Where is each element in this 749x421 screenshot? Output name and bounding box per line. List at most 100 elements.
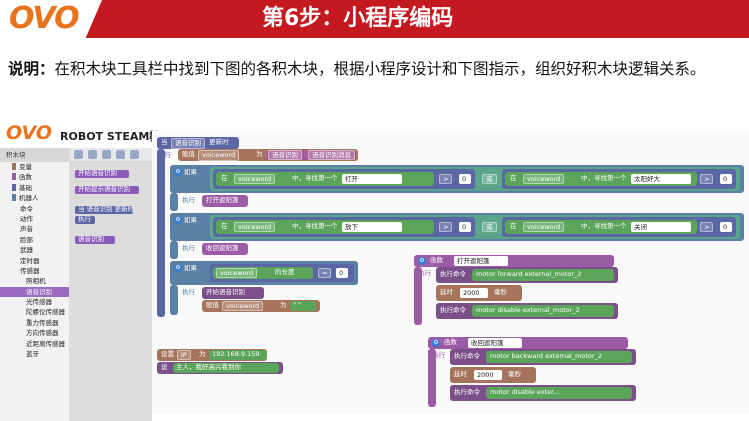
toolbox-item-label: 基础	[19, 183, 32, 192]
toolbox-item[interactable]: 脸部	[0, 235, 69, 245]
set-ip-block[interactable]: 设置 IP 为 192.168.9.159	[157, 349, 267, 361]
flyout-block-start-prompt-voice[interactable]: 开始提示语音识别	[75, 185, 139, 194]
toolbox-item[interactable]: 动作	[0, 214, 69, 224]
length-block[interactable]: voiceword 的长度	[213, 267, 313, 279]
find-text-block-2[interactable]: 在 voiceword 中，寻找第一个 太阳好大	[505, 172, 697, 186]
cmd-text-disable-open[interactable]: motor disable external_motor_2	[472, 305, 614, 317]
toolbox-item[interactable]: 方向传感器	[0, 328, 69, 338]
say-block[interactable]: 说 主人，我好高兴看到你	[157, 362, 283, 374]
description-text: 在积木块工具栏中找到下图的各积木块，根据小程序设计和下图指示，组织好积木块逻辑关…	[54, 60, 706, 78]
flyout-block-do[interactable]: 执行	[75, 215, 95, 224]
save-icon[interactable]	[102, 150, 111, 159]
var-dropdown-voiceword[interactable]: voiceword	[198, 150, 240, 161]
if2-do-rail	[170, 241, 178, 259]
compare-block-1[interactable]: 在 voiceword 中，寻找第一个 打开 > 0	[213, 169, 475, 189]
fn-close-gear-icon[interactable]: ⚙	[432, 339, 440, 347]
workspace[interactable]: 当 语音识别 更新时 执行 赋值 voiceword 为 语音识别 语音识别消息…	[152, 131, 749, 414]
flyout-block-voice-event[interactable]: 当 语音识别 更新时	[75, 205, 134, 214]
event-dropdown[interactable]: 语音识别	[171, 138, 205, 149]
toolbox-header: 积木块	[0, 148, 69, 162]
delay-block-open[interactable]: 延时 2000 毫秒	[436, 285, 522, 301]
cmd-text-forward[interactable]: motor forward external_motor_2	[472, 269, 614, 281]
toolbox-item[interactable]: 声音	[0, 224, 69, 234]
toolbox-item[interactable]: 蓝牙	[0, 349, 69, 359]
find-text-block-4[interactable]: 在 voiceword 中，寻找第一个 关闭	[505, 220, 697, 234]
compare-block-4[interactable]: 在 voiceword 中，寻找第一个 关闭 > 0	[502, 217, 736, 237]
toolbox-item[interactable]: 重力传感器	[0, 318, 69, 328]
search-word-close[interactable]: 关闭	[631, 222, 691, 232]
open-file-icon[interactable]	[88, 150, 97, 159]
toolbox-item-label: 定时器	[20, 256, 40, 265]
toolbox-item[interactable]: 陀螺仪传感器	[0, 307, 69, 317]
toolbox-item[interactable]: 基础	[0, 183, 69, 193]
say-text-block[interactable]: 主人，我好高兴看到你	[173, 363, 279, 373]
toolbox-item-label: 语音识别	[26, 287, 52, 296]
fn-close-rail	[428, 349, 436, 407]
toolbox-item-label: 声音	[20, 225, 33, 234]
cmd-motor-forward[interactable]: 执行命令 motor forward external_motor_2	[436, 267, 618, 283]
search-word-down[interactable]: 放下	[342, 222, 402, 232]
function-close-awning[interactable]: ⚙ 函数 收回遮阳篷	[428, 337, 628, 349]
voice-result-block[interactable]: 语音识别 语音识别消息	[266, 150, 356, 160]
search-word-open[interactable]: 打开	[342, 174, 402, 184]
cmd-text-disable-close[interactable]: motor disable exter...	[486, 387, 632, 399]
toolbox-item-label: 蓝牙	[26, 350, 39, 359]
if-block-open[interactable]: ⚙ 如果 在 voiceword 中，寻找第一个 打开 > 0 或	[170, 165, 744, 193]
toolbox-item[interactable]: 近距离传感器	[0, 339, 69, 349]
toolbox-item-label: 脸部	[20, 235, 33, 244]
toolbox-item[interactable]: 照相机	[0, 276, 69, 286]
delete-icon[interactable]	[130, 150, 139, 159]
compare-block-2[interactable]: 在 voiceword 中，寻找第一个 太阳好大 > 0	[502, 169, 736, 189]
find-text-block-3[interactable]: 在 voiceword 中，寻找第一个 放下	[216, 220, 434, 234]
or-block-close[interactable]: 在 voiceword 中，寻找第一个 放下 > 0 或 在 voiceword	[210, 215, 740, 239]
search-word-sunny[interactable]: 太阳好大	[631, 174, 691, 184]
compare-length-block[interactable]: voiceword 的长度 = 0	[210, 264, 354, 282]
find-text-block-1[interactable]: 在 voiceword 中，寻找第一个 打开	[216, 172, 434, 186]
if-gear-icon[interactable]: ⚙	[174, 168, 182, 176]
or-block-open[interactable]: 在 voiceword 中，寻找第一个 打开 > 0 或 在 voiceword	[210, 167, 740, 191]
cmd-motor-disable-close[interactable]: 执行命令 motor disable exter...	[450, 385, 636, 401]
empty-text-block[interactable]: " "	[290, 301, 316, 311]
reset-voiceword-block[interactable]: 赋值 voiceword 为 " "	[202, 300, 320, 312]
call-close-awning[interactable]: 收回遮阳篷	[202, 243, 248, 255]
start-voice-block[interactable]: 开始语音识别	[202, 287, 264, 299]
toolbox-item[interactable]: 传感器	[0, 266, 69, 276]
if2-gear-icon[interactable]: ⚙	[174, 216, 182, 224]
cmd-motor-backward[interactable]: 执行命令 motor backward external_motor_2	[450, 349, 636, 365]
toolbox-item[interactable]: 定时器	[0, 256, 69, 266]
fn-open-gear-icon[interactable]: ⚙	[418, 257, 426, 265]
toolbox-item[interactable]: 机器人	[0, 193, 69, 203]
if-block-close[interactable]: ⚙ 如果 在 voiceword 中，寻找第一个 放下 > 0 或	[170, 213, 744, 241]
toolbox-item-label: 光传感器	[26, 298, 52, 307]
category-color-marker	[12, 194, 16, 202]
if3-gear-icon[interactable]: ⚙	[174, 264, 182, 272]
category-color-marker	[12, 183, 16, 191]
slide-logo-box: OVO	[0, 0, 102, 38]
new-file-icon[interactable]	[74, 150, 83, 159]
toolbox-item-label: 武器	[20, 246, 33, 255]
toolbox-item[interactable]: 武器	[0, 245, 69, 255]
flyout-toolbar	[70, 148, 152, 161]
flyout-block-voice-result[interactable]: 语音识别	[75, 235, 115, 244]
if-block-empty[interactable]: ⚙ 如果 voiceword 的长度 = 0	[170, 261, 358, 285]
function-open-awning[interactable]: ⚙ 函数 打开遮阳篷	[414, 255, 614, 267]
cmd-motor-disable-open[interactable]: 执行命令 motor disable external_motor_2	[436, 303, 618, 319]
toolbox-item[interactable]: 语音识别	[0, 286, 69, 298]
toolbox-item[interactable]: 命令	[0, 204, 69, 214]
toolbox-item-label: 动作	[20, 214, 33, 223]
event-do-rail	[157, 149, 165, 317]
compare-block-3[interactable]: 在 voiceword 中，寻找第一个 放下 > 0	[213, 217, 475, 237]
toolbox-item[interactable]: 光传感器	[0, 297, 69, 307]
flyout-block-start-voice[interactable]: 开始语音识别	[75, 169, 129, 178]
run-icon[interactable]	[116, 150, 125, 159]
assign-voiceword-block[interactable]: 赋值 voiceword 为 语音识别 语音识别消息	[178, 149, 358, 161]
call-open-awning[interactable]: 打开遮阳篷	[202, 195, 248, 207]
voice-event-block[interactable]: 当 语音识别 更新时	[157, 137, 239, 149]
ip-text-block[interactable]: 192.168.9.159	[209, 350, 267, 360]
toolbox-item[interactable]: 变量	[0, 162, 69, 172]
toolbox-item[interactable]: 函数	[0, 172, 69, 182]
toolbox-sidebar: 积木块 变量函数基础机器人命令动作声音脸部武器定时器传感器照相机语音识别光传感器…	[0, 148, 70, 421]
cmd-text-backward[interactable]: motor backward external_motor_2	[486, 351, 632, 363]
delay-block-close[interactable]: 延时 2000 毫秒	[450, 367, 536, 383]
